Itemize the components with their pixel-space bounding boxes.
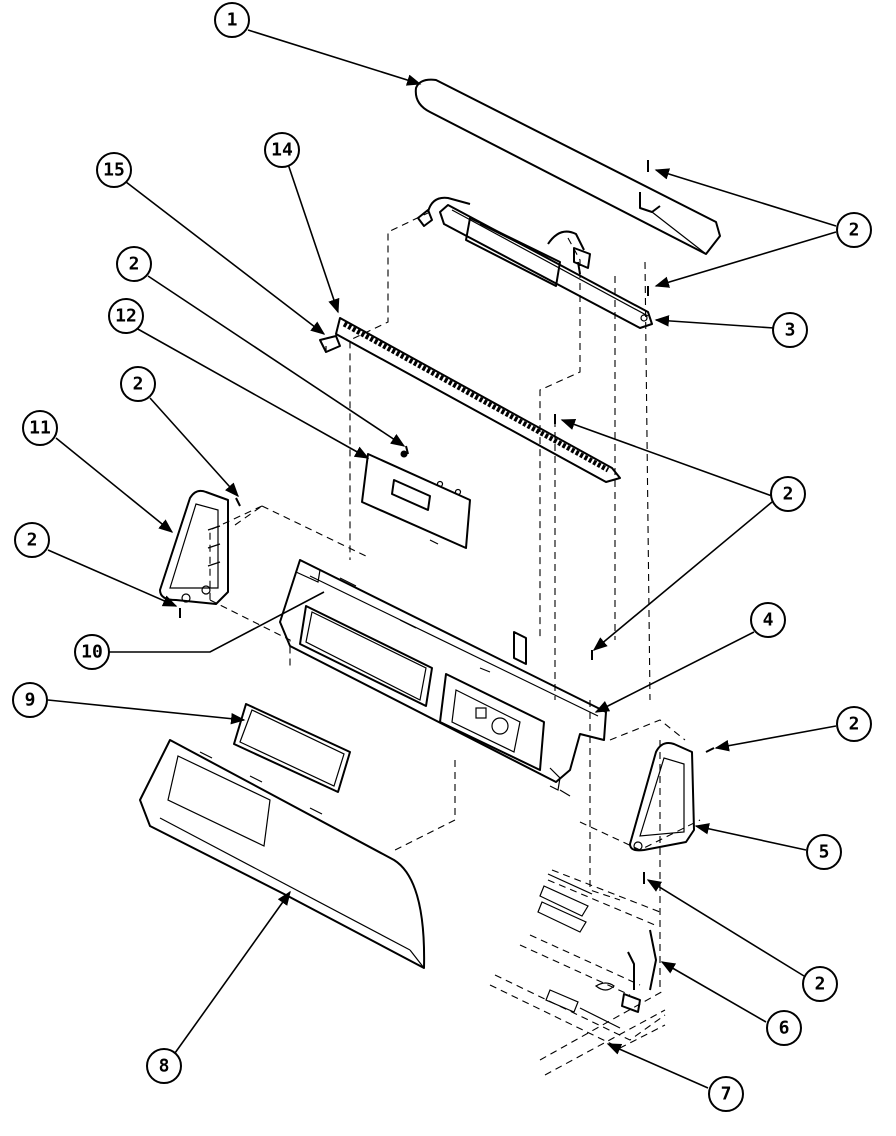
callout-2-upper-left: 2 <box>116 246 152 282</box>
part-console-front <box>139 739 426 969</box>
svg-text:7: 7 <box>721 1084 732 1105</box>
screws <box>179 160 715 884</box>
svg-text:2: 2 <box>27 530 38 551</box>
callout-8: 8 <box>146 1048 182 1084</box>
callout-5: 5 <box>806 834 842 870</box>
callout-9: 9 <box>12 682 48 718</box>
svg-text:2: 2 <box>849 220 860 241</box>
svg-text:12: 12 <box>115 306 137 327</box>
svg-text:9: 9 <box>25 690 36 711</box>
svg-text:15: 15 <box>103 160 125 181</box>
part-left-end-cap <box>159 489 229 605</box>
part-display-lens <box>233 703 351 793</box>
callout-2-far-left: 2 <box>14 522 50 558</box>
callout-2-top: 2 <box>836 212 872 248</box>
callout-2-bottom-right: 2 <box>802 966 838 1002</box>
part-mounting-bracket <box>537 873 657 1029</box>
svg-text:2: 2 <box>133 374 144 395</box>
svg-text:14: 14 <box>271 140 293 161</box>
callout-15: 15 <box>96 152 132 188</box>
part-top-cover <box>414 78 721 255</box>
part-control-board <box>361 450 471 549</box>
callout-2-right: 2 <box>836 706 872 742</box>
callout-12: 12 <box>108 298 144 334</box>
callout-11: 11 <box>22 410 58 446</box>
svg-text:2: 2 <box>815 974 826 995</box>
part-right-end-cap <box>629 742 695 852</box>
part-control-panel <box>279 559 607 797</box>
svg-text:2: 2 <box>849 714 860 735</box>
svg-text:4: 4 <box>763 610 774 631</box>
callout-2-right-middle: 2 <box>770 476 806 512</box>
part-bracket-assembly <box>417 196 653 329</box>
part-long-strip <box>335 317 621 483</box>
callout-14: 14 <box>264 132 300 168</box>
svg-text:11: 11 <box>29 418 51 439</box>
callout-7: 7 <box>708 1076 744 1112</box>
callout-1: 1 <box>214 2 250 38</box>
leader-lines <box>47 29 837 1089</box>
assembly-dashed-lines <box>209 211 701 1076</box>
svg-text:1: 1 <box>227 10 238 31</box>
part-small-connector <box>319 335 341 353</box>
svg-text:6: 6 <box>779 1018 790 1039</box>
svg-text:8: 8 <box>159 1056 170 1077</box>
svg-text:2: 2 <box>783 484 794 505</box>
callout-4: 4 <box>750 602 786 638</box>
callout-3: 3 <box>772 312 808 348</box>
svg-text:10: 10 <box>81 642 103 663</box>
svg-text:2: 2 <box>129 254 140 275</box>
callout-6: 6 <box>766 1010 802 1046</box>
svg-text:3: 3 <box>785 320 796 341</box>
svg-text:5: 5 <box>819 842 830 863</box>
callout-10: 10 <box>74 634 110 670</box>
callout-2-left: 2 <box>120 366 156 402</box>
